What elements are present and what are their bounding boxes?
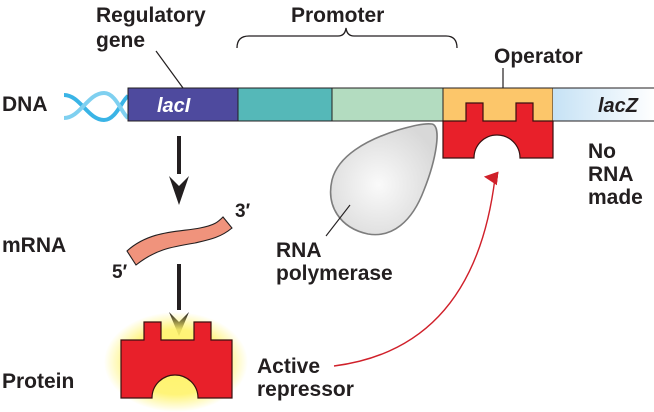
mrna-label: mRNA [2,234,66,257]
promoter-label: Promoter [291,4,384,27]
rna-polymerase-shape [329,123,438,236]
transcription-arrow [169,136,189,205]
lacz-gene-label: lacZ [598,95,639,117]
dna-segment-promoter-a[interactable] [237,87,333,122]
dna-segment-promoter-b[interactable] [331,87,444,122]
operator-label: Operator [494,45,583,68]
promoter-brace [236,27,458,49]
dna-helix-icon [63,90,130,123]
no-rna-made-line1: No [588,140,616,163]
rna-polymerase-label-line2: polymerase [276,262,393,285]
mrna-3prime-label: 3′ [235,201,251,222]
mrna-5prime-label: 5′ [112,262,128,283]
no-rna-made-line2: RNA [588,163,634,186]
active-repressor-label-line1: Active [257,355,320,378]
mrna-strand [126,216,233,266]
protein-label: Protein [2,370,74,393]
laci-gene-label: lacI [157,95,191,117]
dna-segment-lacz[interactable] [553,88,654,121]
active-repressor-shape [120,321,233,399]
dna-segment-operator[interactable] [442,87,554,122]
active-repressor-label-line2: repressor [257,378,354,401]
rna-polymerase-leader [325,204,351,237]
dna-label: DNA [2,93,48,116]
dna-strand: lacI lacZ [127,87,654,122]
regulatory-gene-label-line1: Regulatory [96,4,206,27]
repressor-binding-arrow [333,171,499,367]
bound-repressor [442,102,554,159]
regulatory-gene-leader [155,50,184,89]
no-rna-made-line3: made [588,186,643,209]
rna-polymerase-label-line1: RNA [276,239,322,262]
regulatory-gene-label-line2: gene [96,29,145,52]
